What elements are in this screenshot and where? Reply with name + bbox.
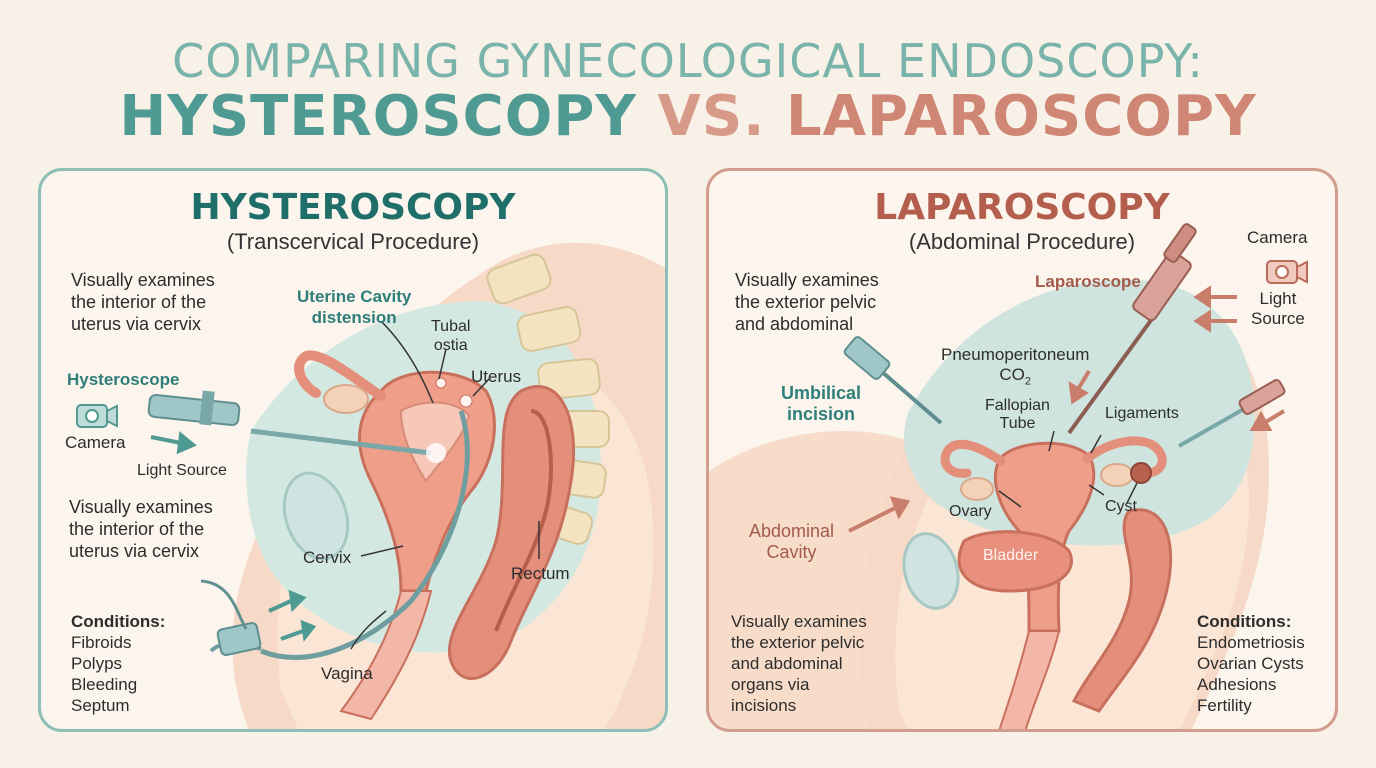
hysteroscope-label: Hysteroscope <box>67 370 180 389</box>
bladder <box>282 471 350 561</box>
umbilical-incision-label: Umbilical incision <box>781 383 862 424</box>
ovary-label: Ovary <box>949 503 992 520</box>
laparoscopy-description-bottom: Visually examines the exterior pelvic an… <box>731 612 867 715</box>
grasper-instrument <box>1178 379 1286 448</box>
camera-icon <box>1266 260 1308 284</box>
conditions-heading: Conditions: <box>1197 612 1292 631</box>
hysteroscope-instrument <box>147 390 446 463</box>
arrow-icon <box>848 285 1286 533</box>
rectum-label: Rectum <box>511 564 570 583</box>
condition-item: Endometriosis <box>1197 633 1305 652</box>
main-title-line2: HYSTEROSCOPY VS. LAPAROSCOPY <box>0 84 1376 149</box>
hysteroscopy-description-mid: Visually examines the interior of the ut… <box>69 497 213 561</box>
conditions-heading: Conditions: <box>71 612 166 631</box>
umbilical-trocar <box>843 336 943 425</box>
bladder <box>957 530 1073 593</box>
tubal-ostia-label: Tubal ostia <box>431 318 471 354</box>
fallopian-tube <box>294 350 386 401</box>
laparoscope-instrument <box>1067 223 1197 435</box>
laparoscopy-heading: LAPAROSCOPY <box>874 187 1170 228</box>
ovary-left <box>960 477 994 501</box>
vagina-label: Vagina <box>321 664 373 683</box>
hysteroscopy-heading: HYSTEROSCOPY <box>190 187 516 228</box>
title-vs: VS. <box>657 84 766 149</box>
hysteroscopy-subheading: (Transcervical Procedure) <box>226 229 480 254</box>
uterus-label: Uterus <box>471 367 522 386</box>
rectum <box>447 385 576 680</box>
condition-item: Ovarian Cysts <box>1197 654 1304 673</box>
ligaments-label: Ligaments <box>1105 405 1179 422</box>
fallopian-tube-label: Fallopian Tube <box>985 397 1050 432</box>
cyst <box>1130 462 1152 484</box>
title-laparoscopy: LAPAROSCOPY <box>785 84 1257 149</box>
condition-item: Septum <box>71 696 130 715</box>
pneumoperitoneum-label: Pneumoperitoneum CO2 <box>941 345 1090 388</box>
hysteroscopy-anatomy-illustration <box>147 242 665 729</box>
laparoscope-label: Laparoscope <box>1035 272 1141 291</box>
hysteroscopy-conditions: Conditions: Fibroids Polyps Bleeding Sep… <box>71 611 165 716</box>
laparoscopy-description-top: Visually examines the exterior pelvic an… <box>735 270 879 334</box>
fallopian-tube-right <box>1082 436 1167 478</box>
title-hysteroscopy: HYSTEROSCOPY <box>119 84 637 149</box>
rectum <box>1071 508 1173 713</box>
condition-item: Fibroids <box>71 633 132 652</box>
ovary <box>323 384 369 414</box>
camera-label: Camera <box>1247 228 1308 247</box>
light-source-label: Light Source <box>137 462 227 479</box>
cyst-label: Cyst <box>1105 498 1137 515</box>
camera-icon <box>76 404 118 428</box>
hysteroscopy-description-top: Visually examines the interior of the ut… <box>71 270 215 334</box>
camera-label: Camera <box>65 433 126 452</box>
arrow-icon <box>150 431 317 642</box>
bladder-front <box>902 532 960 610</box>
hysteroscopy-panel: HYSTEROSCOPY (Transcervical Procedure) V… <box>38 168 668 732</box>
uterine-cavity-label: Uterine Cavity distension <box>297 287 412 327</box>
vagina <box>339 590 433 721</box>
laparoscopy-anatomy-illustration <box>709 223 1286 729</box>
main-title-line1: COMPARING GYNECOLOGICAL ENDOSCOPY: <box>172 34 1204 88</box>
cervix-label: Cervix <box>303 548 352 567</box>
fallopian-tube-left <box>940 439 1006 478</box>
flexible-scope <box>260 410 470 660</box>
condition-item: Adhesions <box>1197 675 1277 694</box>
ovary-right <box>1100 463 1134 487</box>
bladder-label: Bladder <box>983 547 1039 564</box>
laparoscopy-conditions: Conditions: Endometriosis Ovarian Cysts … <box>1197 611 1305 716</box>
condition-item: Bleeding <box>71 675 138 694</box>
condition-item: Polyps <box>71 654 123 673</box>
condition-item: Fertility <box>1197 696 1252 715</box>
abdominal-cavity-label: Abdominal Cavity <box>749 521 835 562</box>
light-source-label: Light Source <box>1251 289 1305 328</box>
laparoscopy-panel: LAPAROSCOPY (Abdominal Procedure) Visual… <box>706 168 1338 732</box>
laparoscopy-subheading: (Abdominal Procedure) <box>908 229 1136 254</box>
